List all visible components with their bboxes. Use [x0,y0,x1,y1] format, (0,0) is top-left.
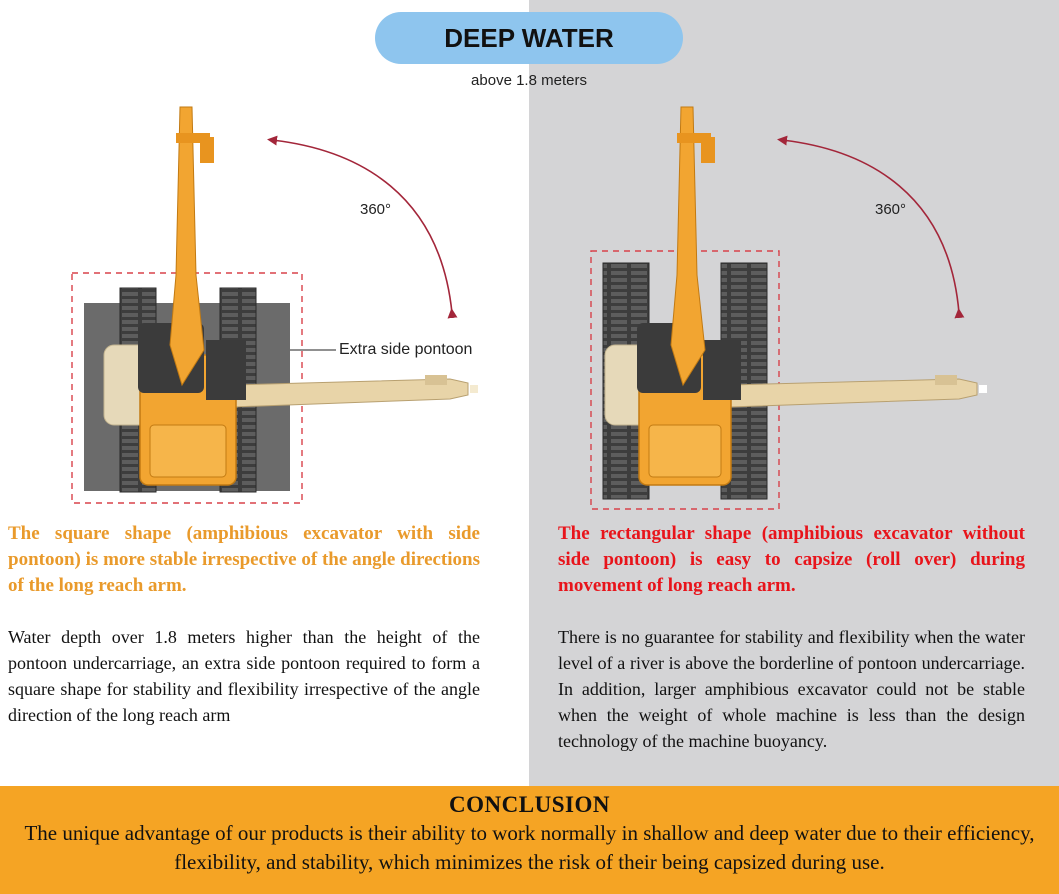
boom-arm [670,106,706,387]
conclusion-title: CONCLUSION [449,792,610,817]
page-subtitle: above 1.8 meters [471,72,587,89]
right-heading: The rectangular shape (amphibious excava… [558,523,1025,596]
left-description: Water depth over 1.8 meters higher than … [8,627,480,725]
rotation-arrow [267,135,458,319]
right-description: There is no guarantee for stability and … [558,627,1025,751]
conclusion-band: CONCLUSION The unique advantage of our p… [0,786,1059,894]
boom-arm [169,106,205,387]
left-heading: The square shape (amphibious excavator w… [8,523,480,596]
excavator-without-side-pontoon-illustration [590,106,987,510]
excavator-with-side-pontoon-illustration [71,106,478,504]
right-rotation-angle-label: 360° [875,201,907,218]
conclusion-text: The unique advantage of our products is … [24,821,1035,874]
page-title: DEEP WATER [375,12,683,64]
callout-leader-line [290,349,336,351]
rotation-arrow [777,135,965,319]
side-pontoon-callout: Extra side pontoon [339,341,473,358]
left-rotation-angle-label: 360° [360,201,392,218]
